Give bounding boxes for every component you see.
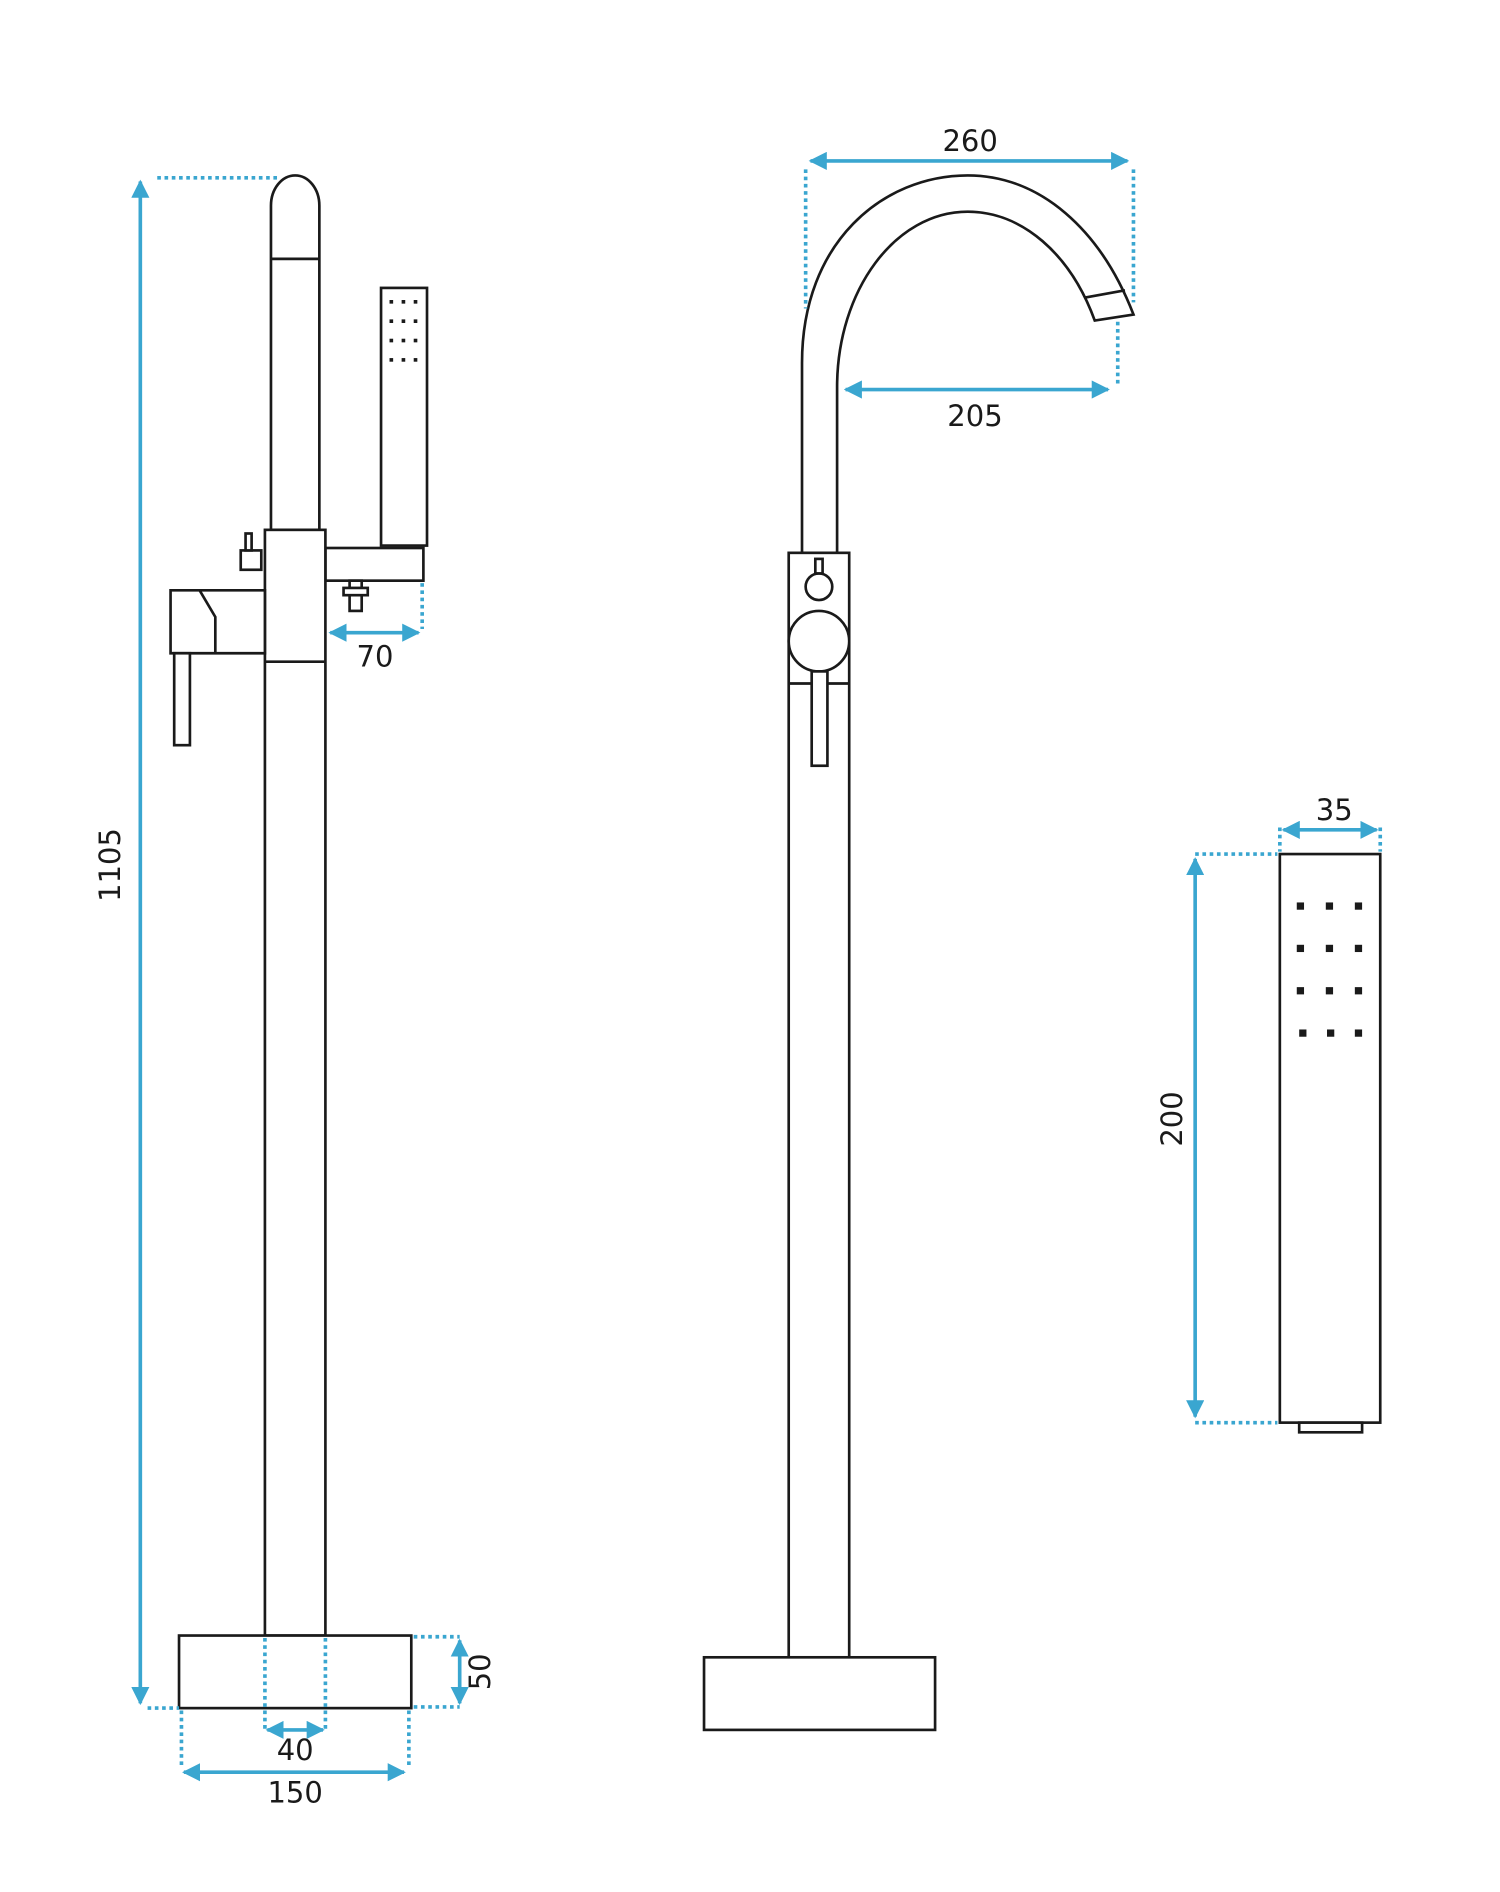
- hand-shower-nozzles: [389, 300, 418, 362]
- spout-reach-label: 70: [357, 640, 394, 674]
- main-pipe: [263, 528, 327, 1637]
- diverter-knob: [239, 549, 263, 572]
- spout-arm: [324, 546, 425, 582]
- hand-shower-body: [1278, 852, 1382, 1424]
- front-view: 260 205: [702, 124, 1136, 1732]
- hand-shower-width-label: 35: [1316, 793, 1353, 827]
- hand-shower-docked: [379, 286, 429, 547]
- base-plate: [177, 1634, 413, 1710]
- upper-pipe: [269, 174, 321, 532]
- diverter-stem: [244, 532, 253, 552]
- mixer-body: [169, 589, 267, 655]
- mixer-cap-line: [198, 589, 217, 654]
- mixer-handle: [172, 651, 192, 747]
- spout-tip-line: [1084, 289, 1126, 299]
- side-view: 1105 70 50 40 150: [93, 174, 497, 1809]
- height-label: 1105: [93, 828, 127, 902]
- mixer-handle-front: [810, 670, 829, 768]
- front-base-plate: [702, 1655, 937, 1732]
- mixer-cartridge: [787, 609, 851, 673]
- spout-inner-label: 205: [947, 399, 1002, 433]
- spout-nut: [342, 586, 370, 597]
- base-height-label: 50: [463, 1653, 497, 1690]
- pipe-width-label: 40: [277, 1733, 314, 1767]
- spout-width-label: 260: [942, 124, 997, 158]
- hand-shower-length-label: 200: [1155, 1091, 1189, 1146]
- diverter-stem-front: [813, 557, 824, 575]
- base-width-label: 150: [267, 1775, 322, 1809]
- gooseneck-spout: [800, 174, 1136, 555]
- diverter-knob-front: [804, 572, 834, 602]
- hand-shower-detail: 35 200: [1155, 793, 1383, 1434]
- hand-shower-detail-nozzles: [1296, 902, 1363, 1037]
- hand-shower-connector: [1297, 1421, 1364, 1434]
